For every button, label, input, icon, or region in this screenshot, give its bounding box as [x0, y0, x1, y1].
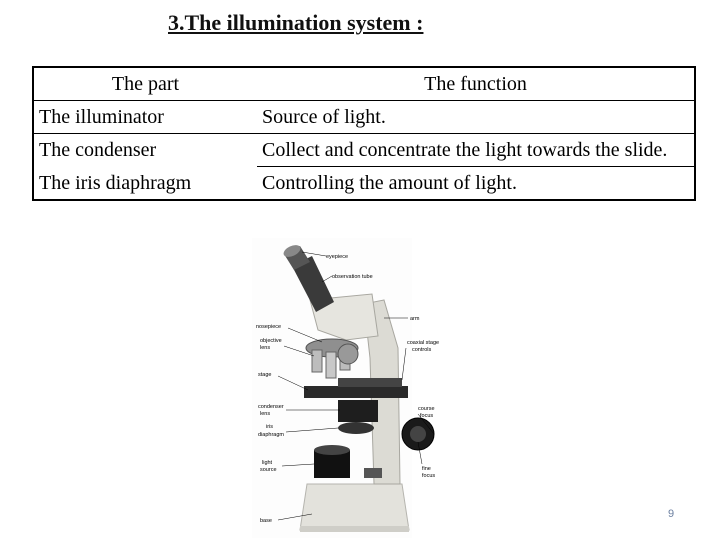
- table-header-row: The part The function: [33, 67, 695, 101]
- label-objective-lens-1: objective: [260, 338, 282, 344]
- iris-diaphragm-shape: [338, 422, 374, 434]
- function-cell: Controlling the amount of light.: [262, 172, 517, 194]
- page-number: 9: [668, 508, 675, 520]
- label-nosepiece: nosepiece: [256, 324, 281, 330]
- label-coaxial-stage-controls-1: coaxial stage: [407, 340, 439, 346]
- label-fine-focus-1: fine: [422, 466, 431, 472]
- eyepiece-top: [283, 245, 301, 257]
- condenser-shape: [338, 400, 378, 422]
- label-course-focus-1: course: [418, 406, 435, 412]
- label-condenser-lens-1: condenser: [258, 404, 284, 410]
- header-function: The function: [257, 67, 695, 101]
- label-stage: stage: [258, 372, 271, 378]
- observation-tube-shape: [292, 256, 334, 312]
- light-source-top: [314, 445, 350, 455]
- leader-lines: [277, 251, 435, 521]
- label-iris-diaphragm-2: diaphragm: [258, 432, 284, 438]
- objective-2: [325, 351, 337, 379]
- stage-clip: [338, 378, 402, 387]
- objective-1: [311, 349, 323, 373]
- label-objective-lens-2: lens: [260, 345, 270, 351]
- label-light-source-2: source: [260, 467, 277, 473]
- label-course-focus-2: focus: [420, 413, 433, 419]
- label-condenser-lens-2: lens: [260, 411, 270, 417]
- base-edge: [300, 526, 409, 532]
- base-shape: [299, 483, 410, 531]
- part-cell: The illuminator: [33, 100, 257, 134]
- part-cell: The condenser: [39, 139, 157, 161]
- label-observation-tube: observation tube: [332, 274, 373, 280]
- label-iris-diaphragm-1: iris: [266, 424, 273, 430]
- fine-focus-knob: [410, 426, 426, 442]
- table-row: The condenser Collect and concentrate th…: [33, 133, 695, 167]
- slide-title: 3.The illumination system :: [168, 10, 424, 35]
- label-coaxial-stage-controls-2: controls: [412, 347, 432, 353]
- header-part: The part: [33, 67, 257, 101]
- label-base: base: [260, 518, 272, 524]
- label-light-source-1: light: [262, 460, 273, 466]
- stage-shape: [304, 386, 408, 398]
- base-switch: [364, 468, 382, 478]
- label-arm: arm: [410, 316, 420, 322]
- function-cell: Source of light.: [257, 100, 695, 134]
- part-cell: The iris diaphragm: [39, 171, 192, 194]
- label-eyepiece: eyepiece: [326, 254, 348, 260]
- illumination-table: The part The function The illuminator So…: [32, 66, 696, 201]
- table-row: The iris diaphragm Controlling the amoun…: [33, 167, 695, 201]
- label-fine-focus-2: focus: [422, 473, 435, 479]
- microscope-image: eyepiece observation tube arm nosepiece …: [252, 238, 439, 538]
- table-row: The illuminator Source of light.: [33, 100, 695, 134]
- objective-4: [337, 343, 359, 365]
- function-cell: Collect and concentrate the light toward…: [257, 133, 695, 167]
